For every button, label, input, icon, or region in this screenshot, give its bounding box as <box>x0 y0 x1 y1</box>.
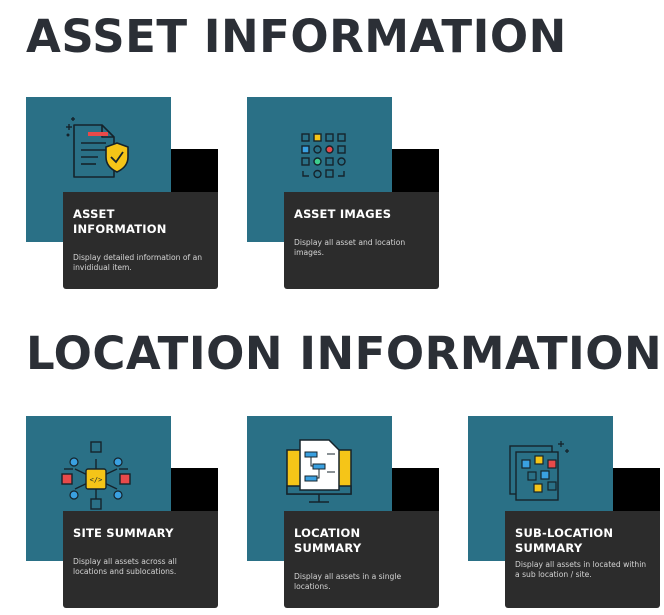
card-panel: SUB-LOCATION SUMMARY Display all assets … <box>505 511 660 608</box>
monitor-flowchart-icon <box>286 439 352 503</box>
stacked-grid-icon <box>509 441 569 501</box>
site-summary-card[interactable]: </> SITE SUMMARY Display all assets acro… <box>26 416 218 608</box>
svg-text:</>: </> <box>90 476 103 484</box>
location-summary-card[interactable]: LOCATION SUMMARY Display all assets in a… <box>247 416 439 608</box>
card-title: SUB-LOCATION SUMMARY <box>515 526 614 555</box>
location-information-heading: LOCATION INFORMATION <box>26 327 663 380</box>
card-accent <box>613 468 660 511</box>
card-title: SITE SUMMARY <box>73 526 174 540</box>
card-description: Display all asset and location images. <box>294 238 406 257</box>
card-description: Display all assets in located within a s… <box>515 560 647 579</box>
image-grid-icon <box>301 133 346 179</box>
card-panel: LOCATION SUMMARY Display all assets in a… <box>284 511 439 608</box>
card-title: ASSET INFORMATION <box>73 207 167 236</box>
card-panel: SITE SUMMARY Display all assets across a… <box>63 511 218 608</box>
card-description: Display all assets in a single locations… <box>294 572 402 591</box>
asset-information-card[interactable]: ASSET INFORMATION Display detailed infor… <box>26 97 218 289</box>
card-description: Display detailed information of an invid… <box>73 253 203 272</box>
card-description: Display all assets across all locations … <box>73 557 177 576</box>
card-accent <box>171 468 218 511</box>
sub-location-summary-card[interactable]: SUB-LOCATION SUMMARY Display all assets … <box>468 416 660 608</box>
card-accent <box>392 468 439 511</box>
document-shield-icon <box>66 117 129 178</box>
card-title: ASSET IMAGES <box>294 207 392 221</box>
card-title: LOCATION SUMMARY <box>294 526 362 555</box>
network-hub-icon: </> <box>61 441 131 510</box>
card-accent <box>171 149 218 192</box>
asset-images-card[interactable]: ASSET IMAGES Display all asset and locat… <box>247 97 439 289</box>
card-panel: ASSET IMAGES Display all asset and locat… <box>284 192 439 289</box>
card-panel: ASSET INFORMATION Display detailed infor… <box>63 192 218 289</box>
card-accent <box>392 149 439 192</box>
asset-information-heading: ASSET INFORMATION <box>26 10 567 63</box>
